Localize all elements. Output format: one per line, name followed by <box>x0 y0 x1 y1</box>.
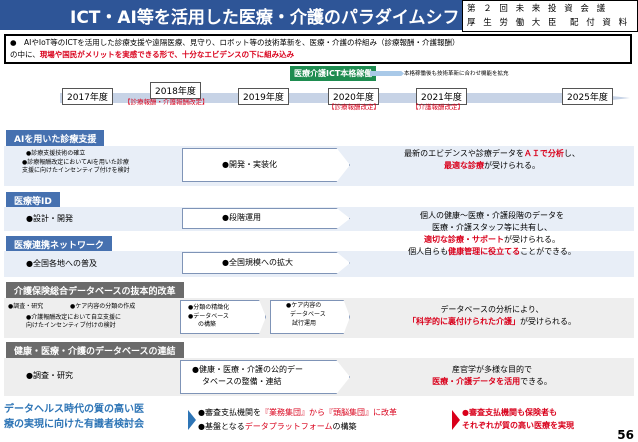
hdb-item2: ●健康・医療・介護の公的デー <box>192 365 303 374</box>
insdb-item8: ●ケア内容の <box>286 302 322 309</box>
id-result-line3: 適切な診療・サポートが受けられる。 <box>354 234 630 246</box>
year-2021: 2021年度 <box>416 88 467 105</box>
insdb-result-line1: データベースの分析により、 <box>440 305 544 314</box>
ict-arrow <box>370 71 404 76</box>
datahealth-committee: データヘルス時代の質の高い医 療の実現に向けた有識者検討会 <box>0 402 188 442</box>
footer-right1: ●審査支払機関も保険者も <box>462 408 557 417</box>
footer-arrow-icon <box>188 410 196 430</box>
id-result4-red: 健康管理に役立てる <box>448 247 521 256</box>
page-title: ICT・AI等を活用した医療・介護のパラダイムシフト <box>70 8 477 28</box>
footer-right2: それぞれが質の高い医療を実現 <box>462 421 574 430</box>
ai-item2: ●診療報酬改定においてAIを用いた診療 <box>22 159 129 166</box>
insdb-item10: 試行運用 <box>292 320 317 327</box>
ai-result1-red: ＡＩで分析 <box>523 149 564 158</box>
revision-2018: 【診療報酬・介護報酬改定】 <box>124 98 209 106</box>
ai-result-line2: 最適な診療が受けられる。 <box>354 160 630 172</box>
summary-box: ● AIやIoT等のICTを活用した診療支援や遠隔医療、見守り、ロボット等の技術… <box>4 34 632 64</box>
hdb-result2-post: できる。 <box>520 377 552 386</box>
year-2020: 2020年度 <box>328 88 379 105</box>
footer-mid1-red: 『業務集団』から『頭脳集団』に改革 <box>260 408 397 417</box>
summary-line1: ● AIやIoT等のICTを活用した診療支援や遠隔医療、見守り、ロボット等の技術… <box>10 38 460 47</box>
hdb-phase-arrow <box>180 360 350 394</box>
id-result-line2: 医療・介護スタッフ等に共有し、 <box>432 223 552 232</box>
insdb-item4: 向けたインセンティブ付けの検討 <box>26 322 116 329</box>
dh-line1: データヘルス時代の質の高い医 <box>4 404 144 415</box>
stamp-line2: 厚 生 労 働 大 臣 配 付 資 料 <box>467 18 630 28</box>
ai-item3: 支援に向けたインセンティブ付けを検討 <box>22 167 130 174</box>
footer-mid2: ●基盤となるデータプラットフォームの構築 <box>198 421 357 432</box>
insdb-phase-arrow2 <box>270 300 350 334</box>
revision-2021: 【介護報酬改定】 <box>412 103 464 111</box>
revision-2020: 【診療報酬改定】 <box>328 103 380 111</box>
ai-result: 最新のエビデンスや診療データをＡＩで分析し、 最適な診療が受けられる。 <box>354 148 630 172</box>
insdb-item5: ●分類の精緻化 <box>188 304 230 311</box>
footer-mid1-pre: ●審査支払機関を <box>198 408 261 417</box>
ict-launch-badge: 医療介護ICT本格稼働 <box>290 66 377 81</box>
year-2018: 2018年度 <box>150 82 201 99</box>
footer-right: ●審査支払機関も保険者も それぞれが質の高い医療を実現 <box>462 406 574 432</box>
insdb-item7: の構築 <box>198 321 217 328</box>
insdb-result: データベースの分析により、 「科学的に裏付けられた介護」が受けられる。 <box>354 304 630 328</box>
id-result3-red: 適切な診療・サポート <box>424 235 504 244</box>
footer-mid2-pre: ●基盤となる <box>198 422 245 431</box>
insdb-item9: データベース <box>290 311 326 318</box>
ai-result2-post: が受けられる。 <box>484 161 540 170</box>
insdb-item1: ●調査・研究 <box>8 303 44 310</box>
summary-line2-pre: の中に、 <box>10 50 40 59</box>
id-result4-pre: 個人自らも <box>408 247 449 256</box>
insdb-item3: ●介護報酬改定において自立支援に <box>26 314 122 321</box>
summary-line2-red: 現場や国民がメリットを実感できる形で、十分なエビデンスの下に組み込み <box>39 50 295 59</box>
insdb-item2: ●ケア内容の分類の作成 <box>70 303 136 310</box>
hdb-item1: ●調査・研究 <box>26 371 73 380</box>
id-result-line4: 個人自らも健康管理に役立てることができる。 <box>354 246 630 258</box>
footer-arrow-red-icon <box>452 410 460 430</box>
section-insurance-db-label: 介護保険総合データベースの抜本的改革 <box>6 282 184 298</box>
year-2017: 2017年度 <box>62 88 113 105</box>
iryoid-phase-arrow <box>182 208 350 229</box>
insdb-phase-arrow1 <box>180 300 266 334</box>
page-number: 56 <box>617 428 634 442</box>
summary-line2: の中に、現場や国民がメリットを実感できる形で、十分なエビデンスの下に組み込み <box>10 49 626 61</box>
network-item1: ●全国各地への普及 <box>26 259 97 268</box>
ai-item1: ●診療支援技術の確立 <box>26 150 86 157</box>
ai-result1-pre: 最新のエビデンスや診療データを <box>404 149 524 158</box>
section-ai-label: AIを用いた診療支援 <box>6 130 105 146</box>
ai-result2-red: 最適な診療 <box>444 161 484 170</box>
ict-note: 本格稼働後も技術革新に合わせ機能を拡充 <box>404 71 509 77</box>
id-result-line1: 個人の健康〜医療・介護段階のデータを <box>420 211 564 220</box>
section-health-db-label: 健康・医療・介護のデータベースの連結 <box>6 342 184 358</box>
ai-phase-arrow <box>182 148 350 182</box>
hdb-result: 産官学が多様な目的で 医療・介護データを活用できる。 <box>354 364 630 388</box>
iryoid-item1: ●設計・開発 <box>26 214 73 223</box>
footer-mid2-red: データプラットフォーム <box>244 422 333 431</box>
footer-mid1: ●審査支払機関を『業務集団』から『頭脳集団』に改革 <box>198 407 397 418</box>
network-phase-arrow <box>182 252 350 274</box>
year-2025: 2025年度 <box>562 88 613 105</box>
ai-result-line1: 最新のエビデンスや診療データをＡＩで分析し、 <box>354 148 630 160</box>
insdb-result2-red: 「科学的に裏付けられた介護」 <box>408 317 520 326</box>
document-stamp: 第 ２ 回 未 来 投 資 会 議 厚 生 労 働 大 臣 配 付 資 料 <box>462 0 638 32</box>
insdb-result2-post: が受けられる。 <box>520 317 576 326</box>
section-network-label: 医療連携ネットワーク <box>6 236 113 252</box>
network-item2: ●全国規模への拡大 <box>222 258 293 267</box>
iryoid-item2: ●段階運用 <box>222 213 261 222</box>
hdb-result-line2: 医療・介護データを活用できる。 <box>354 376 630 388</box>
insdb-result-line2: 「科学的に裏付けられた介護」が受けられる。 <box>354 316 630 328</box>
id-result4-post: ことができる。 <box>520 247 576 256</box>
ai-item4: ●開発・実装化 <box>222 160 277 169</box>
hdb-result-line1: 産官学が多様な目的で <box>452 365 532 374</box>
stamp-line1: 第 ２ 回 未 来 投 資 会 議 <box>467 4 608 14</box>
dh-line2: 療の実現に向けた有識者検討会 <box>4 419 144 430</box>
footer-mid2-post: の構築 <box>332 422 357 431</box>
insdb-item6: ●データベース <box>188 313 229 320</box>
hdb-item3: タベースの整備・連結 <box>202 377 282 386</box>
ai-result1-post: し、 <box>563 149 580 158</box>
section-iryoid-label: 医療等ID <box>6 192 60 208</box>
id-result: 個人の健康〜医療・介護段階のデータを 医療・介護スタッフ等に共有し、 適切な診療… <box>354 210 630 258</box>
hdb-result2-red: 医療・介護データを活用 <box>432 377 521 386</box>
year-2019: 2019年度 <box>238 88 289 105</box>
id-result3-post: が受けられる。 <box>504 235 560 244</box>
